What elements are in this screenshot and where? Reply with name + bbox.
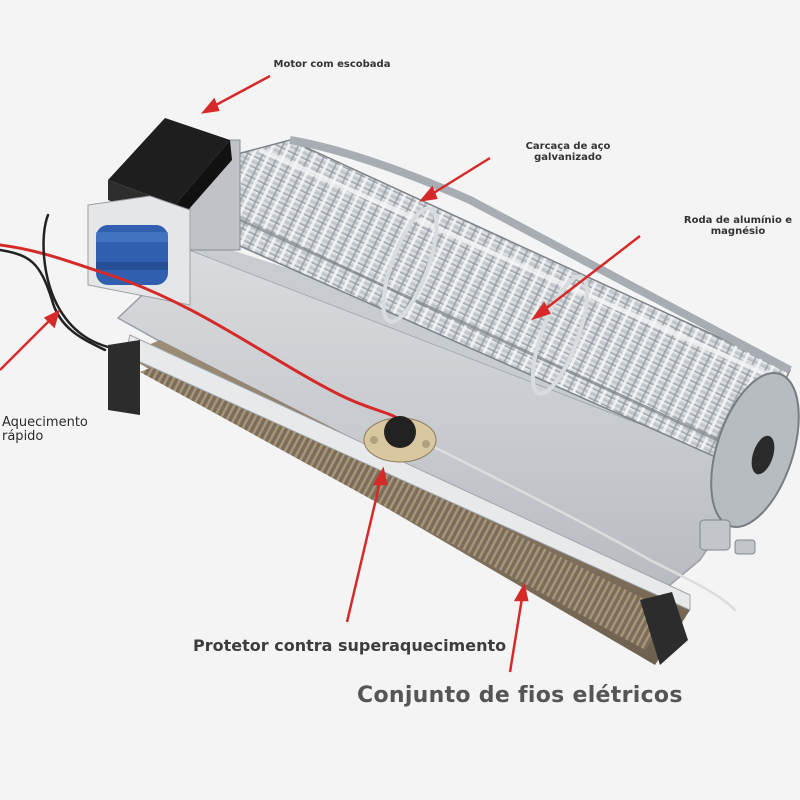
wires — [0, 213, 737, 612]
arrow-motor — [200, 74, 271, 114]
arrow-heating — [0, 309, 60, 371]
arrow-housing — [418, 156, 491, 202]
label-motor-text: Motor com escobada — [273, 59, 391, 70]
label-wheel: Roda de alumínio e magnésio — [678, 215, 798, 237]
fan-end-cap — [699, 372, 800, 555]
motor — [87, 118, 241, 306]
label-protector: Protetor contra superaquecimento — [193, 637, 513, 655]
label-housing: Carcaça de aço galvanizado — [513, 141, 623, 163]
label-housing-line1: Carcaça de aço — [525, 141, 611, 152]
label-heating-line2: rápido — [2, 429, 44, 445]
label-motor: Motor com escobada — [262, 59, 402, 70]
label-housing-line2: galvanizado — [534, 152, 602, 163]
label-wheel-line2: magnésio — [710, 226, 766, 237]
label-wires-text: Conjunto de fios elétricos — [357, 683, 683, 708]
arrow-wheel — [530, 235, 641, 321]
label-wires: Conjunto de fios elétricos — [357, 683, 687, 708]
label-heating: Aquecimento rápido — [2, 415, 112, 445]
arrow-wires — [508, 582, 529, 673]
heater-element — [108, 334, 691, 665]
thermostat — [363, 416, 437, 463]
arrow-protector — [345, 466, 388, 623]
label-wheel-line1: Roda de alumínio e — [683, 215, 793, 226]
annotation-arrows — [0, 74, 641, 673]
label-heating-line1: Aquecimento — [2, 415, 88, 430]
label-protector-text: Protetor contra superaquecimento — [193, 636, 507, 655]
